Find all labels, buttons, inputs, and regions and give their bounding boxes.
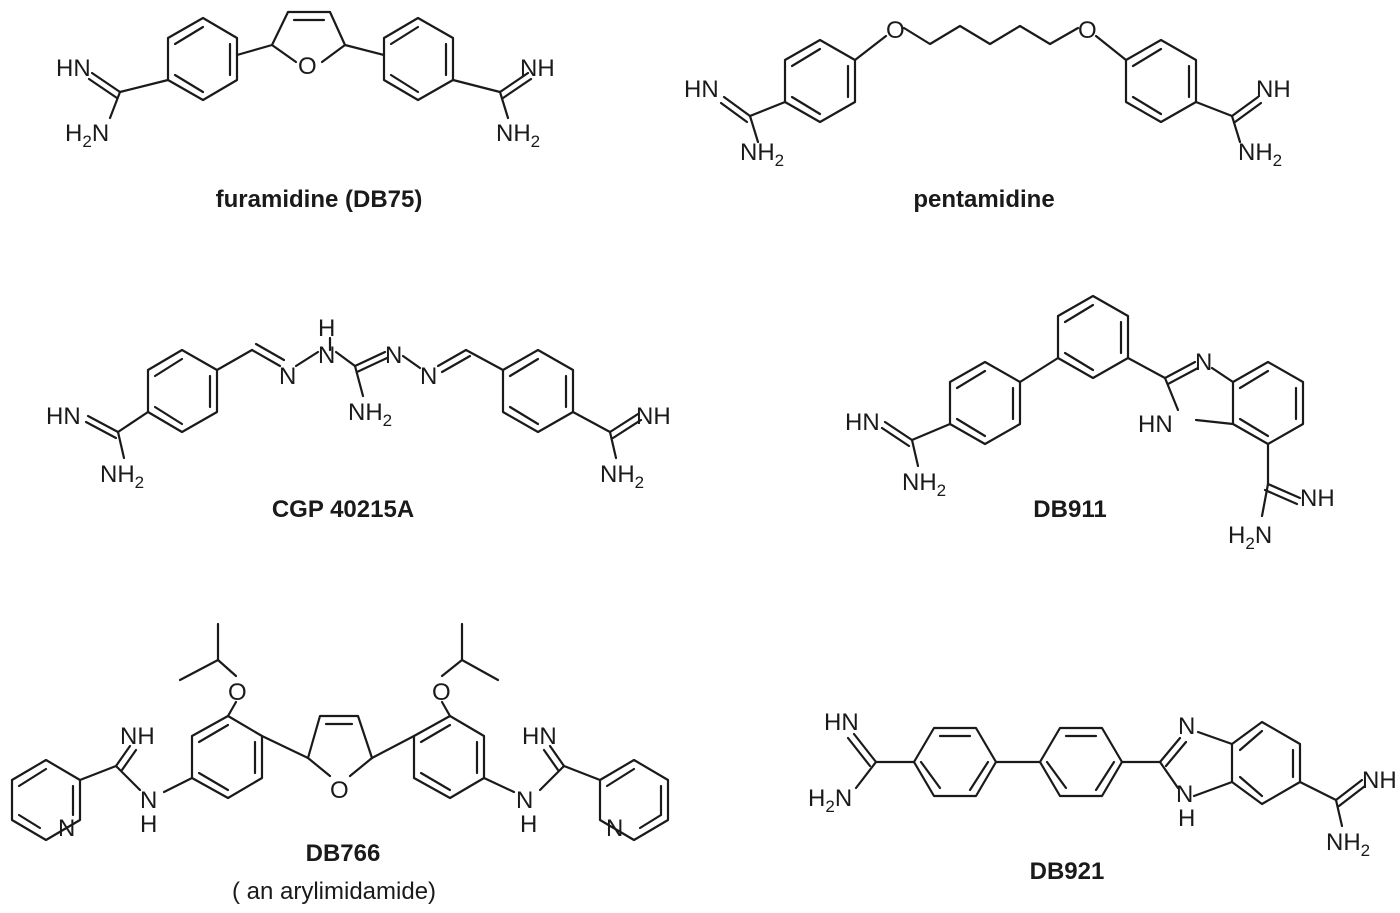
atom-n-db766-right-pyridine: N [606,815,623,842]
atom-o-furamidine: O [298,53,317,80]
atom-o-pentamidine-right: O [1078,17,1097,44]
compound-name-db911: DB911 [1033,496,1107,523]
compound-name-db921: DB921 [1029,858,1105,885]
atom-n-cgp40215a-3: N [385,342,402,369]
atom-n-db921: N [1178,713,1195,740]
bonds-db766 [10,622,670,842]
atom-h-cgp40215a: H [318,315,335,342]
atom-o-db766-furan: O [330,777,349,804]
atom-n-db766-left-amine: N [140,787,157,814]
structure-db921: HN H2N N N H NH NH2 [808,709,1397,860]
compound-name-db766: DB766 [305,840,381,867]
atom-n-db911: N [1195,349,1212,376]
atom-n-db921-ring: N [1176,781,1193,808]
atom-nh-db921-right: NH [1362,767,1397,794]
atom-nh2-cgp40215a-left: NH2 [100,461,144,492]
atom-nh2-pentamidine-left: NH2 [740,139,784,170]
atom-nh2-cgp40215a-center: NH2 [348,399,392,430]
atom-o-db766-left: O [228,679,247,706]
atom-hn-furamidine-left: HN [56,55,91,82]
structure-pentamidine: O O HN NH2 NH NH2 [684,17,1291,170]
compound-name-cgp40215a: CGP 40215A [271,496,415,523]
atom-o-db766-right: O [432,679,451,706]
atom-hn-pentamidine-left: HN [684,76,719,103]
atom-n-cgp40215a-4: N [420,363,437,390]
atom-hn-db911-left: HN [845,409,880,436]
atom-n-db766-left-pyridine: N [58,815,75,842]
atom-nh2-db921-right: NH2 [1326,829,1370,860]
compound-name-pentamidine: pentamidine [913,186,1055,213]
atom-hn-db911-ring: HN [1138,411,1173,438]
structure-cgp40215a: H N N N N NH2 HN NH2 NH NH2 [46,315,671,492]
bonds-furamidine [87,10,533,120]
atom-n-db766-right-amine: N [516,787,533,814]
atom-h2n-db921-left: H2N [808,785,852,816]
structure-db766: O O O NH N H N HN N H N [10,622,670,842]
bonds-cgp40215a [84,336,643,460]
atom-o-pentamidine-left: O [886,17,905,44]
atom-h-db921-ring: H [1178,805,1195,832]
atom-h2n-db911-right: H2N [1228,522,1272,553]
atom-nh2-cgp40215a-right: NH2 [600,461,644,492]
atom-h2n-furamidine-left: H2N [65,120,109,151]
atom-nh2-furamidine-right: NH2 [496,120,540,151]
bonds-db921 [846,720,1367,828]
atom-nh2-pentamidine-right: NH2 [1238,139,1282,170]
atom-nh-furamidine-right: NH [520,55,555,82]
atom-nh-db766-left-imine: NH [120,723,155,750]
structure-furamidine: HN H2N O NH NH2 [56,10,555,151]
atom-nh2-db911-left: NH2 [902,469,946,500]
compound-note-db766: ( an arylimidamide) [231,878,437,905]
atom-h-db766-right-amine: H [520,811,537,838]
bonds-pentamidine [719,24,1263,144]
atom-nh-db911-right: NH [1300,485,1335,512]
atom-n-cgp40215a-2: N [318,342,335,369]
atom-h-db766-left-amine: H [140,811,157,838]
structure-db911: N HN HN NH2 NH H2N [845,294,1335,553]
compound-name-furamidine: furamidine (DB75) [215,186,423,213]
bonds-db911 [880,294,1305,518]
atom-hn-cgp40215a-left: HN [46,403,81,430]
atom-nh-pentamidine-right: NH [1256,76,1291,103]
atom-hn-db766-right-imine: HN [522,723,557,750]
atom-nh-cgp40215a-right: NH [636,403,671,430]
atom-n-cgp40215a-1: N [279,363,296,390]
atom-hn-db921-left: HN [824,709,859,736]
